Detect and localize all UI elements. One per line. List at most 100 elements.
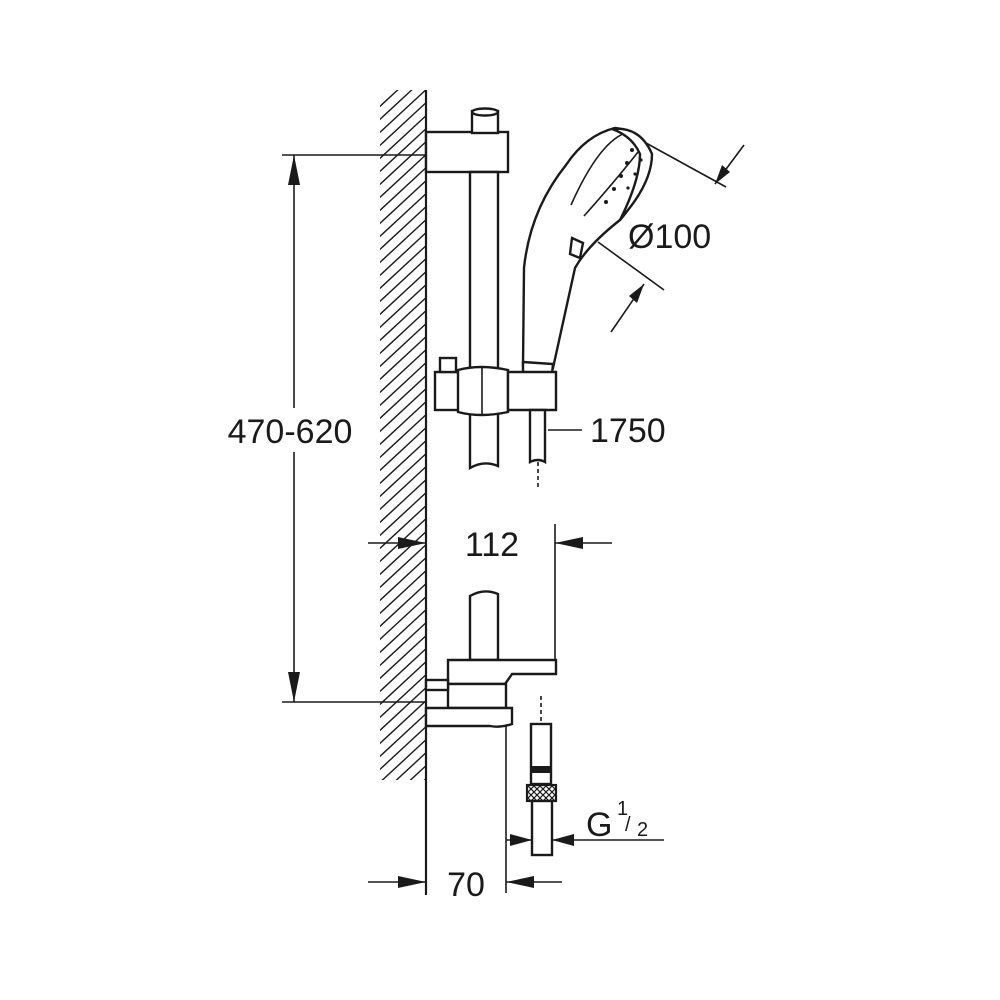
rail-height-label: 470-620 bbox=[228, 413, 353, 451]
hatch-line bbox=[380, 90, 399, 108]
hose-end-tube bbox=[529, 722, 553, 786]
rail-height-dimension: 470-620 bbox=[228, 154, 426, 703]
hatch-line bbox=[380, 205, 426, 251]
thread-slash: / bbox=[625, 814, 631, 836]
spray-nozzles bbox=[604, 148, 643, 204]
hatch-line bbox=[380, 283, 426, 329]
hatch-line bbox=[380, 127, 426, 173]
hatch-line bbox=[380, 647, 426, 693]
projection-arrow-right bbox=[555, 537, 583, 549]
thread-numerator: 1 bbox=[617, 798, 628, 820]
lower-bracket-mount bbox=[424, 678, 450, 692]
hatch-line bbox=[380, 660, 426, 706]
rail-lower bbox=[468, 590, 500, 662]
top-bracket-body bbox=[424, 130, 510, 174]
hatch-line bbox=[380, 231, 426, 277]
arrow-head-down bbox=[288, 672, 300, 702]
lower-bracket-block bbox=[446, 682, 508, 710]
hatch-line bbox=[376, 801, 430, 851]
thread-g: G bbox=[586, 806, 612, 844]
hatch-line bbox=[380, 374, 426, 420]
hatch-line bbox=[395, 751, 426, 780]
hatch-line bbox=[380, 634, 426, 680]
lower-wall-bracket bbox=[424, 658, 558, 728]
hatch-line bbox=[380, 90, 413, 121]
thread-arrow-right bbox=[552, 834, 574, 846]
rail-upper bbox=[468, 170, 500, 471]
hatch-line bbox=[380, 543, 426, 589]
thread-arrow-left bbox=[510, 834, 532, 846]
hose-stub bbox=[528, 408, 547, 465]
hatch-line bbox=[409, 764, 426, 780]
slider-clamp bbox=[456, 365, 510, 417]
hatch-line bbox=[380, 361, 426, 407]
hatch-line bbox=[380, 90, 426, 134]
hatch-line bbox=[376, 788, 430, 838]
thread-label: G bbox=[586, 806, 612, 844]
soap-dish-tray bbox=[446, 658, 558, 686]
hatch-line bbox=[380, 478, 426, 524]
hatch-line bbox=[380, 244, 426, 290]
hatch-line bbox=[380, 673, 426, 719]
hatch-line bbox=[380, 699, 426, 745]
hose-length-label: 1750 bbox=[590, 412, 666, 450]
hatch-line bbox=[380, 582, 426, 628]
hatch-line bbox=[380, 439, 426, 485]
hatch-line bbox=[380, 426, 426, 472]
hatch-line bbox=[380, 400, 426, 446]
slider-knob bbox=[438, 356, 458, 374]
hose-length-dimension: 1750 bbox=[528, 408, 666, 488]
projection-label: 112 bbox=[465, 526, 519, 564]
top-wall-bracket bbox=[424, 107, 510, 174]
hatch-line bbox=[380, 296, 426, 342]
hose-end-band bbox=[532, 766, 550, 773]
thread-fitting bbox=[530, 799, 554, 857]
slider-cradle bbox=[506, 370, 558, 412]
rail-upper-segment bbox=[468, 170, 500, 471]
thread-denominator: 2 bbox=[637, 819, 648, 841]
diameter-dimension: Ø100 bbox=[597, 142, 745, 333]
spray-face-line bbox=[583, 151, 639, 217]
diameter-extension-lower bbox=[597, 241, 665, 291]
hatch-line bbox=[380, 257, 426, 303]
hatch-line bbox=[380, 530, 426, 576]
hatch-line bbox=[380, 322, 426, 368]
hatch-line bbox=[423, 777, 426, 780]
hatch-line bbox=[380, 556, 426, 602]
hatch-line bbox=[380, 270, 426, 316]
diameter-arrow-lower bbox=[629, 284, 644, 303]
hatch-line bbox=[380, 608, 426, 654]
hatch-line bbox=[380, 465, 426, 511]
hatch-line bbox=[380, 153, 426, 199]
hatch-line bbox=[376, 814, 430, 864]
hatch-line bbox=[381, 738, 426, 780]
hatch-line bbox=[380, 348, 426, 394]
knurled-nut bbox=[525, 783, 558, 803]
hatch-line bbox=[380, 309, 426, 355]
wall-distance-arrow-right bbox=[506, 876, 534, 888]
hatch-line bbox=[380, 140, 426, 186]
hatch-line bbox=[380, 166, 426, 212]
projection-dimension: 112 bbox=[368, 524, 612, 660]
hatch-line bbox=[380, 192, 426, 238]
hatch-line bbox=[380, 179, 426, 225]
wall-distance-label: 70 bbox=[447, 866, 485, 904]
diameter-arrow-upper bbox=[715, 165, 730, 184]
top-cap-rim bbox=[470, 107, 500, 117]
hatch-line bbox=[380, 452, 426, 498]
hatch-line bbox=[380, 387, 426, 433]
diameter-extension-upper bbox=[645, 142, 727, 188]
hatch-line bbox=[380, 114, 426, 160]
rail-lower-segment bbox=[468, 590, 500, 662]
wall-distance-dimension: 70 bbox=[368, 726, 562, 904]
hatch-line bbox=[380, 569, 426, 615]
hatch-line bbox=[380, 686, 426, 732]
diameter-label: Ø100 bbox=[628, 218, 711, 256]
hatch-line bbox=[380, 491, 426, 537]
hose-connector: G 1 / 2 bbox=[506, 696, 664, 857]
hatch-line bbox=[380, 413, 426, 459]
wall-section bbox=[376, 90, 430, 895]
hatch-line bbox=[380, 595, 426, 641]
hatch-line bbox=[380, 712, 426, 758]
